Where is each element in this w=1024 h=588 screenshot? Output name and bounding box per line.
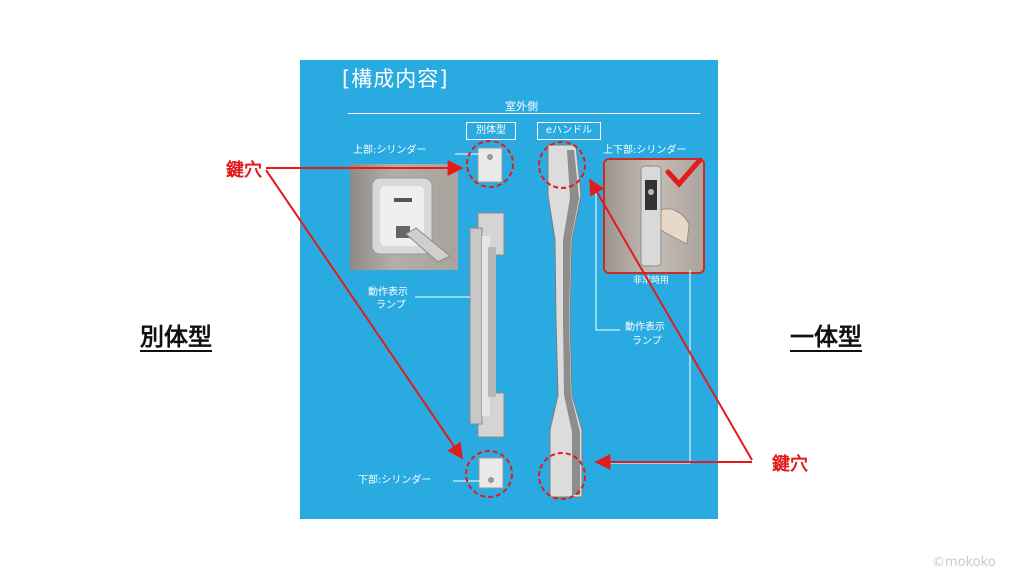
label-lamp-left-line1: 動作表示 xyxy=(368,287,408,298)
arrow-to-upper-right-keyhole xyxy=(589,178,753,461)
tag-ehandle: eハンドル xyxy=(537,122,601,140)
watermark: ©mokoko xyxy=(932,555,996,570)
separate-cylinder-photo xyxy=(350,164,458,270)
label-emergency: 非常時用 xyxy=(633,276,670,286)
check-icon xyxy=(665,157,703,188)
tag-separate-type: 別体型 xyxy=(466,122,516,140)
lower-cylinder xyxy=(478,457,504,489)
subheading-divider xyxy=(348,113,700,114)
separate-type-handle xyxy=(469,212,505,438)
keyhole-arrows xyxy=(265,160,753,470)
panel-title: [構成内容] xyxy=(342,67,449,91)
separate-cylinder-illustration xyxy=(371,177,451,263)
label-integrated-type: 一体型 xyxy=(790,323,862,351)
e-handle-shade xyxy=(563,150,580,495)
label-separate-type: 別体型 xyxy=(140,323,212,351)
integrated-handle-photo xyxy=(603,158,705,274)
arrow-to-lower-left-keyhole xyxy=(265,169,463,460)
lower-cylinder-keyhole xyxy=(488,477,494,483)
integrated-handle-illustration xyxy=(640,165,690,267)
keyhole-circle-upper-left xyxy=(466,140,514,188)
label-lamp-right-line1: 動作表示 xyxy=(625,322,665,333)
label-lamp-right-line2: ランプ xyxy=(632,336,662,347)
keyhole-circles xyxy=(465,140,586,500)
keyhole-label-right: 鍵穴 xyxy=(772,454,808,475)
upper-cylinder-keyhole xyxy=(487,154,493,160)
product-panel xyxy=(300,60,718,519)
label-upper-cylinder: 上部:シリンダー xyxy=(353,145,427,156)
panel-subheading: 室外側 xyxy=(505,100,538,113)
keyhole-circle-upper-right xyxy=(538,141,586,189)
keyhole-circle-lower-right xyxy=(538,452,586,500)
label-upper-lower-cylinder: 上下部:シリンダー xyxy=(603,145,687,156)
keyhole-label-left: 鍵穴 xyxy=(226,160,262,181)
keyhole-circle-lower-left xyxy=(465,450,513,498)
label-lamp-left-line2: ランプ xyxy=(376,300,406,311)
label-lower-cylinder: 下部:シリンダー xyxy=(358,475,432,486)
upper-cylinder xyxy=(477,147,503,183)
